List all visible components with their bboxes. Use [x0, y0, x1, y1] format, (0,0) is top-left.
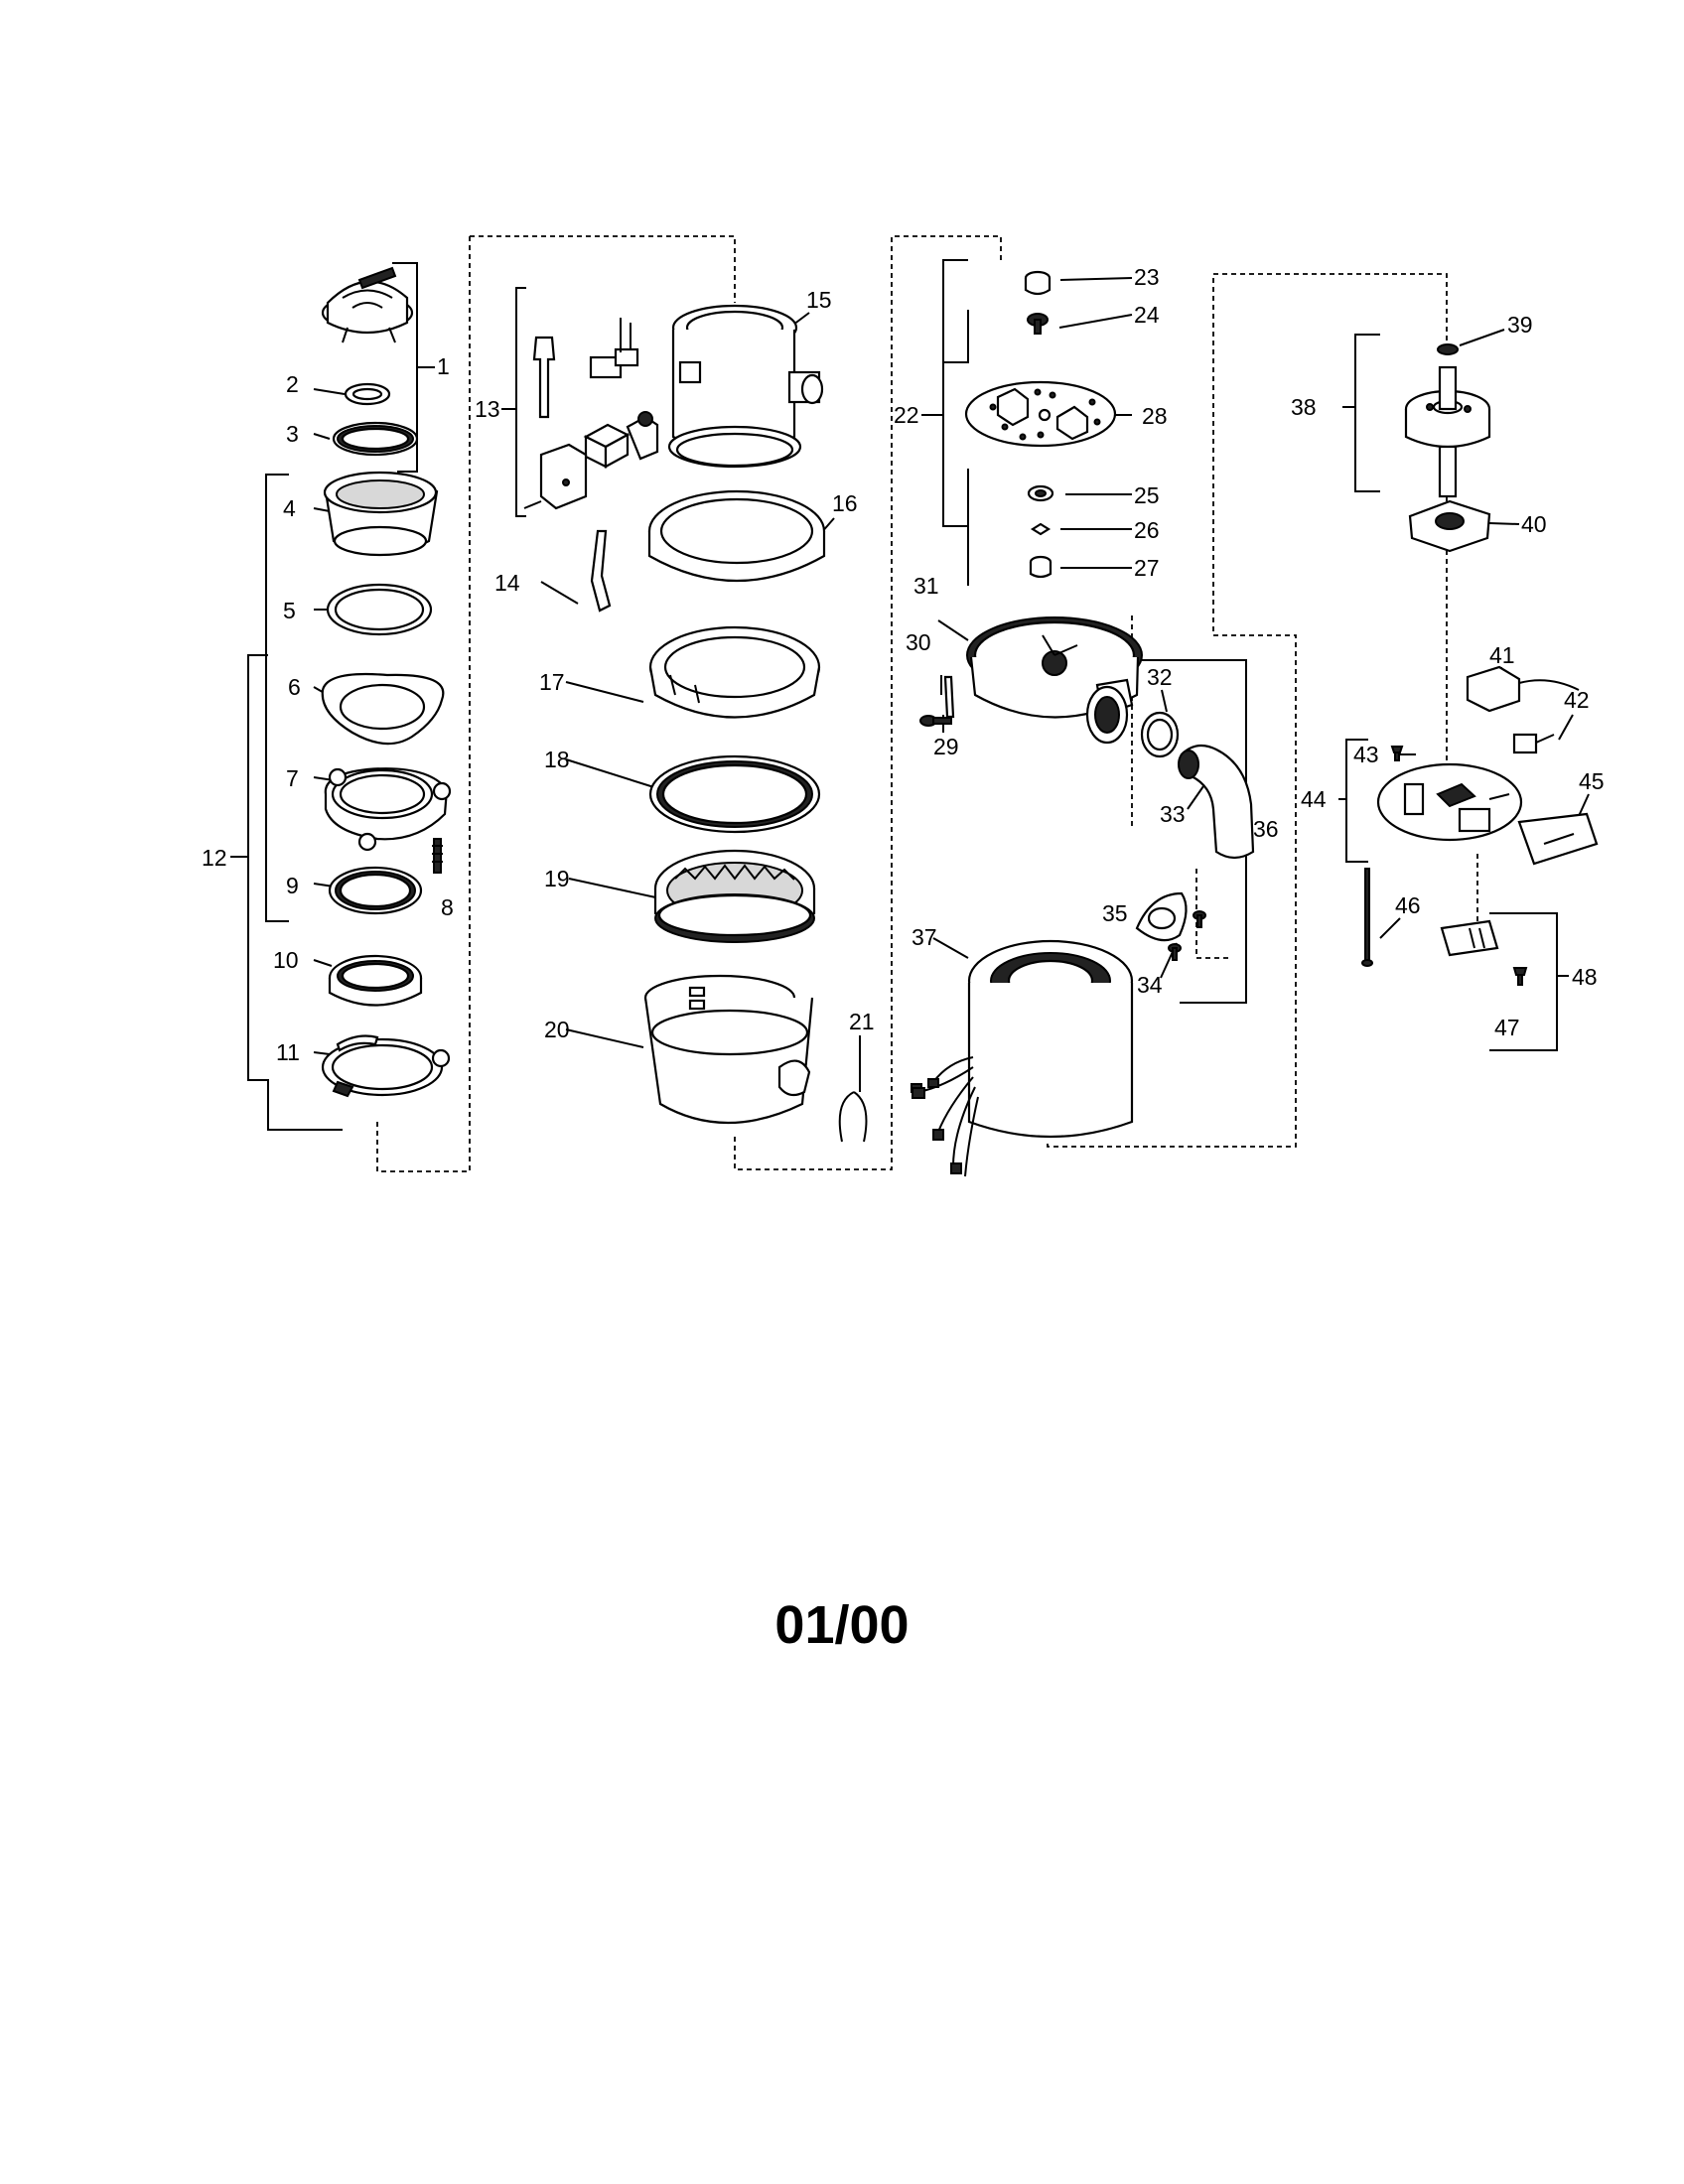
cover-45: [1517, 812, 1599, 866]
part-label-27: 27: [1134, 555, 1160, 581]
ring-10: [328, 954, 423, 1007]
part-label-45: 45: [1579, 768, 1605, 794]
grind-chamber-31: [966, 616, 1143, 745]
part-label-4: 4: [283, 495, 296, 521]
motor-37: [911, 939, 1134, 1177]
part-label-10: 10: [273, 947, 299, 973]
part-label-9: 9: [286, 873, 299, 898]
plate-28: [964, 380, 1117, 448]
part-label-20: 20: [544, 1017, 570, 1042]
part-label-41: 41: [1489, 642, 1515, 668]
part-label-42: 42: [1564, 687, 1590, 713]
gasket-32: [1140, 711, 1180, 758]
ring-17: [648, 625, 821, 719]
flange-35: [1135, 891, 1188, 942]
part-label-33: 33: [1160, 801, 1186, 827]
part-label-1: 1: [437, 353, 450, 379]
part-label-14: 14: [494, 570, 520, 596]
washer-25: [1027, 484, 1054, 502]
nut-27: [1029, 555, 1052, 579]
part-label-39: 39: [1507, 312, 1533, 338]
part-label-3: 3: [286, 421, 299, 447]
screw-8: [432, 838, 443, 874]
part-label-12: 12: [202, 845, 227, 871]
part-label-28: 28: [1142, 403, 1168, 429]
end-shield-44: [1376, 762, 1523, 842]
part-label-46: 46: [1395, 892, 1421, 918]
part-label-29: 29: [933, 734, 959, 759]
part-label-21: 21: [849, 1009, 875, 1034]
washer-39: [1437, 343, 1459, 355]
part-label-32: 32: [1147, 664, 1173, 690]
part-label-37: 37: [912, 924, 937, 950]
clip-30: [943, 675, 955, 719]
part-label-26: 26: [1134, 517, 1160, 543]
rotor-38: [1404, 365, 1491, 498]
hopper-15: [667, 304, 824, 469]
screw-29: [919, 715, 952, 727]
switch-13: [523, 318, 659, 510]
part-label-35: 35: [1102, 900, 1128, 926]
snap-ring-9: [328, 866, 423, 915]
ring-16: [647, 489, 826, 583]
part-label-24: 24: [1134, 302, 1160, 328]
part-label-13: 13: [475, 396, 500, 422]
gasket-2: [344, 382, 391, 406]
part-label-16: 16: [832, 490, 858, 516]
key-26: [1030, 522, 1052, 536]
fan-40: [1408, 499, 1491, 553]
shredder-ring-19: [653, 849, 816, 943]
part-label-8: 8: [441, 894, 454, 920]
bolt-24: [1027, 313, 1049, 335]
part-label-19: 19: [544, 866, 570, 891]
part-label-23: 23: [1134, 264, 1160, 290]
backup-ring-6: [321, 672, 445, 746]
part-label-38: 38: [1291, 394, 1317, 420]
part-label-2: 2: [286, 371, 299, 397]
stopper-part: [321, 266, 414, 343]
part-label-40: 40: [1521, 511, 1547, 537]
plate-48: [1440, 919, 1499, 957]
part-label-34: 34: [1137, 972, 1163, 998]
gasket-5: [326, 583, 433, 636]
part-label-47: 47: [1494, 1015, 1520, 1040]
sink-flange-4: [323, 471, 439, 557]
part-label-30: 30: [906, 629, 931, 655]
capacitor-42: [1512, 733, 1555, 754]
part-label-18: 18: [544, 747, 570, 772]
part-label-6: 6: [288, 674, 301, 700]
part-label-11: 11: [276, 1039, 300, 1065]
part-label-17: 17: [539, 669, 565, 695]
screw-34: [1168, 910, 1206, 961]
ring-3: [332, 421, 419, 457]
mounting-ring-7: [324, 767, 452, 852]
cup-23: [1024, 270, 1052, 296]
elbow-33: [1178, 744, 1255, 860]
part-label-48: 48: [1572, 964, 1598, 990]
bolt-46: [1361, 868, 1373, 967]
part-label-43: 43: [1353, 742, 1379, 767]
part-number-labels: 1 2 3 4 5 6 7 8 9 10 11 12 13 14 15 16 1…: [202, 264, 1605, 1065]
bracket-14: [590, 529, 612, 613]
part-label-31: 31: [913, 573, 939, 599]
screw-43: [1390, 746, 1404, 761]
bracket-lines: [230, 259, 1569, 1131]
switch-41: [1466, 665, 1580, 713]
screw-47: [1512, 967, 1528, 986]
part-label-25: 25: [1134, 482, 1160, 508]
date-code: 01/00: [774, 1595, 909, 1655]
part-label-36: 36: [1253, 816, 1279, 842]
part-label-44: 44: [1301, 786, 1327, 812]
mounting-ring-11: [321, 1034, 451, 1098]
clip-21: [838, 1091, 868, 1143]
part-label-22: 22: [894, 402, 919, 428]
part-label-7: 7: [286, 765, 299, 791]
part-label-15: 15: [806, 287, 832, 313]
gasket-18: [648, 754, 821, 834]
housing-20: [643, 974, 814, 1124]
part-label-5: 5: [283, 598, 296, 623]
